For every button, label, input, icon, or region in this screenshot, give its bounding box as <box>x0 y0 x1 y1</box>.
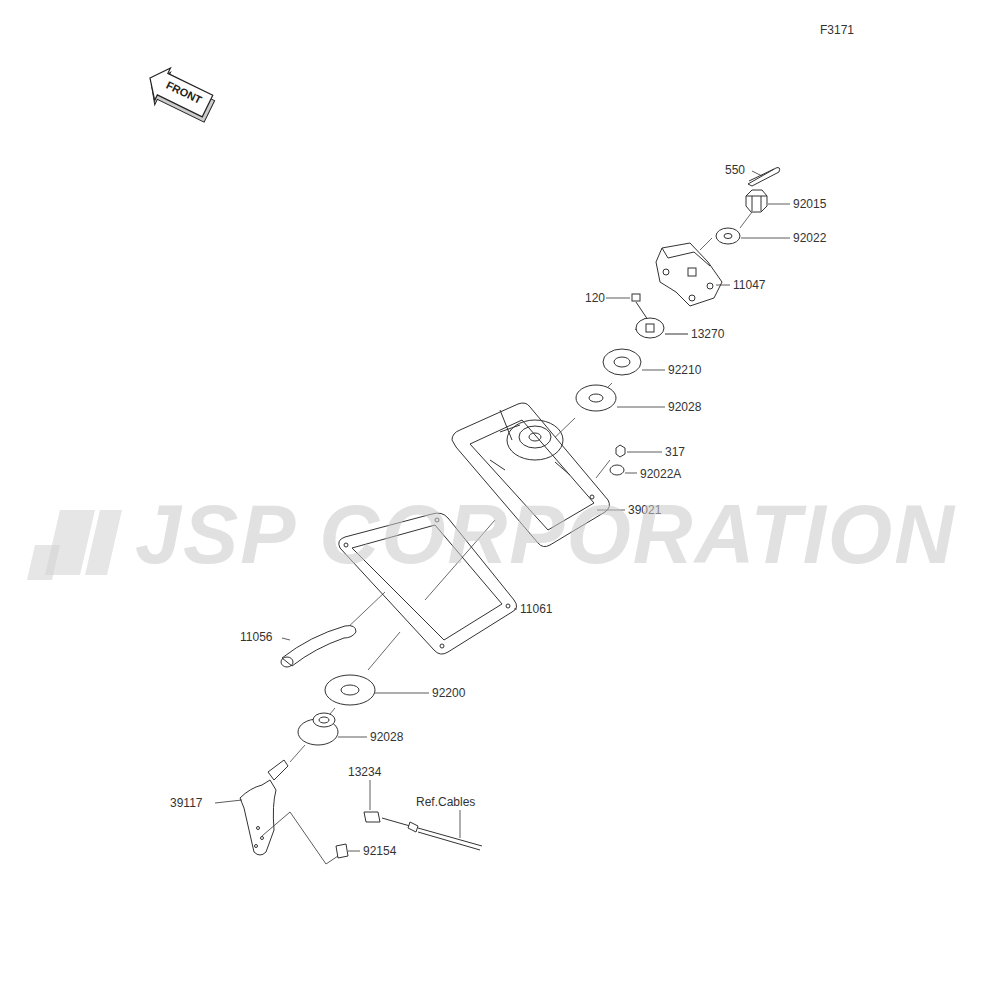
callout-number: 92022 <box>793 231 826 245</box>
lever-plate <box>656 243 722 306</box>
bushing <box>298 713 338 745</box>
callout-number: 92015 <box>793 197 826 211</box>
watermark: JSP CORPORATION <box>135 487 956 583</box>
callout-number: 92210 <box>668 363 701 377</box>
splined-disc <box>636 318 664 338</box>
leader-line <box>665 334 688 335</box>
castle-nut <box>746 190 767 212</box>
callout-number: 317 <box>665 445 685 459</box>
set-screw <box>632 294 648 320</box>
callout-number: 92022A <box>640 467 681 481</box>
callout-number: 13234 <box>348 765 381 779</box>
collar <box>603 349 641 375</box>
callout-number: 11061 <box>520 602 552 616</box>
figure-number: F3171 <box>820 23 854 37</box>
callout-number: 550 <box>725 163 745 177</box>
cotter-pin <box>748 168 780 187</box>
link-arm <box>281 626 356 667</box>
callout-number: 92154 <box>363 844 396 858</box>
callout-number: 11056 <box>240 630 272 644</box>
nut <box>616 445 625 457</box>
watermark-logo <box>27 510 122 580</box>
washer <box>716 228 740 244</box>
washer <box>610 465 624 475</box>
steering-shaft-lever <box>240 760 288 855</box>
washer <box>325 675 375 705</box>
callout-number: 11047 <box>733 278 765 292</box>
callout-number: 13270 <box>691 327 724 341</box>
callout-number: 92028 <box>370 730 403 744</box>
callout-number: 92028 <box>668 400 701 414</box>
front-arrow: FRONT <box>145 67 213 117</box>
axis-lines <box>290 212 752 762</box>
callout-number: 92200 <box>432 686 465 700</box>
callout-number: 120 <box>585 291 605 305</box>
washer <box>576 385 616 411</box>
reference-note: Ref.Cables <box>416 795 475 809</box>
callout-number: 39117 <box>170 796 202 810</box>
